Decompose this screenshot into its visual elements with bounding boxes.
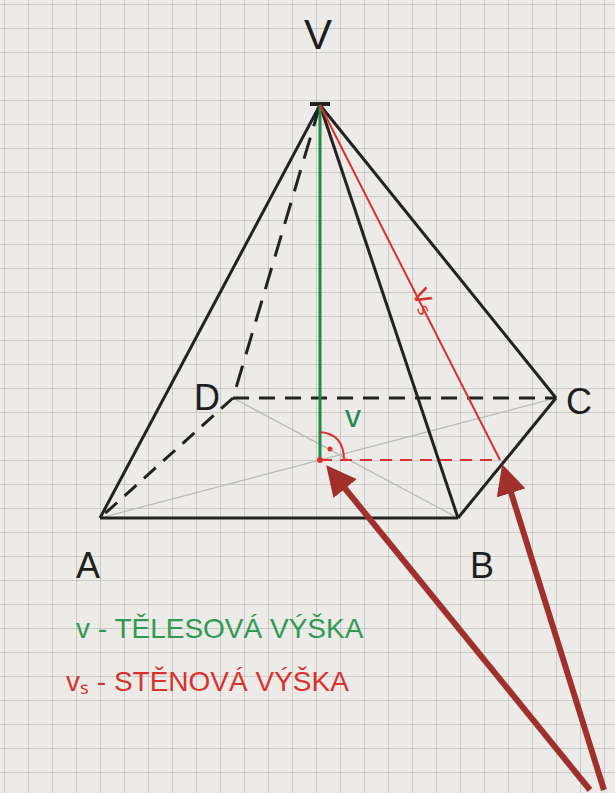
body-height [319,105,322,460]
vertex-label: C [566,384,592,420]
hidden-edge [100,398,233,518]
height-label: v [345,400,361,432]
pointer-arrow [504,470,604,790]
hidden-edge [233,397,556,400]
base-edge [100,517,458,520]
foot-point [317,457,323,463]
base-edge [458,398,556,518]
vertex-label: A [76,548,100,584]
lateral-edge [320,105,458,518]
face-height [320,105,500,460]
base-diagonal [100,398,556,518]
vertex-label: D [194,380,220,416]
legend-note: v - TĚLESOVÁ VÝŠKA [76,615,363,643]
hidden-edge [233,105,320,398]
apothem-base [320,459,500,461]
lateral-edge [100,105,320,518]
lateral-edge [320,105,556,398]
vertex-label: V [304,14,332,56]
legend-note: vₛ - STĚNOVÁ VÝŠKA [66,668,349,696]
right-angle-mark [320,432,344,460]
vertex-label: B [470,548,494,584]
right-angle-dot [328,447,333,452]
